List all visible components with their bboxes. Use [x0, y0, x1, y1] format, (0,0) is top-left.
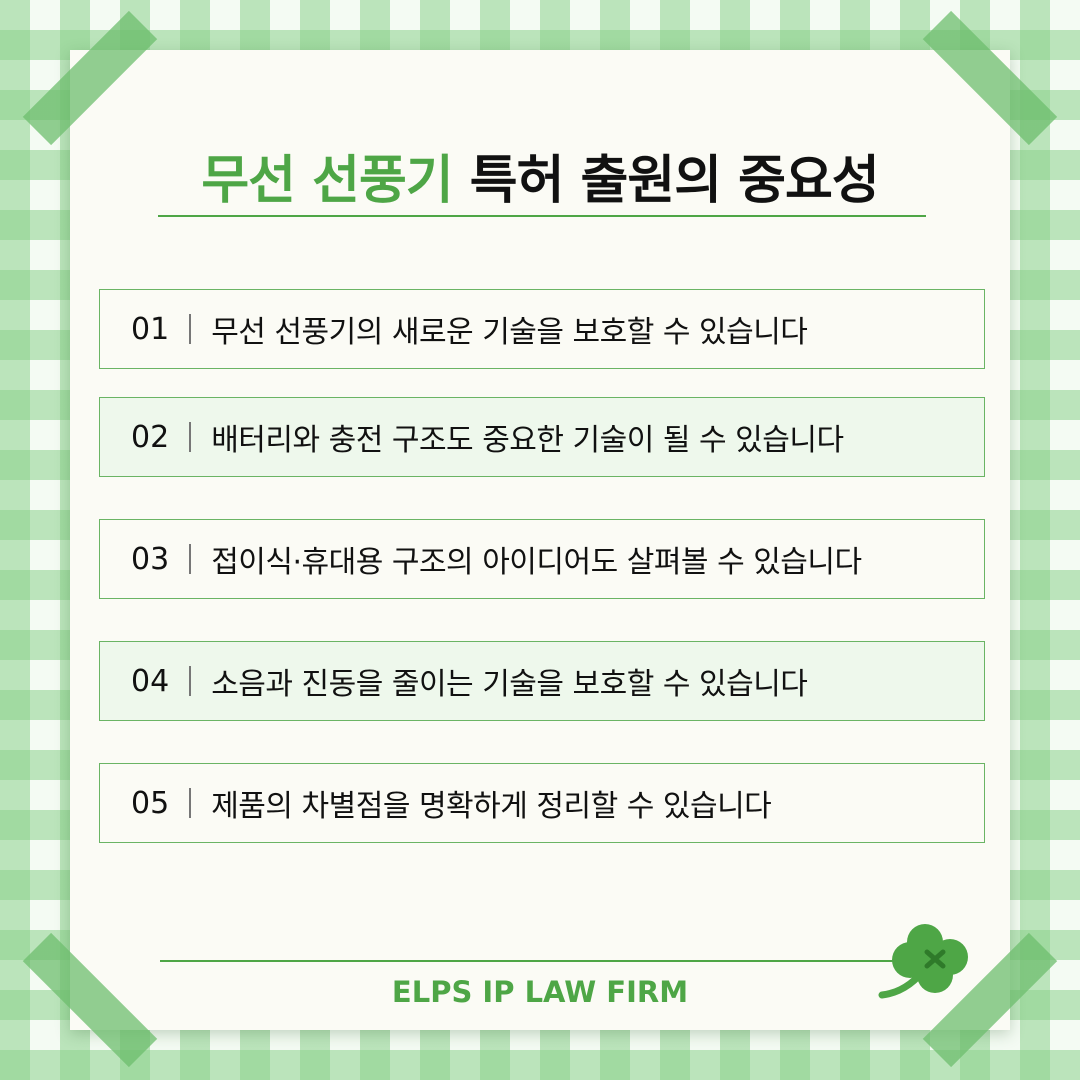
item-text: 소음과 진동을 줄이는 기술을 보호할 수 있습니다 — [211, 667, 808, 702]
title-highlight: 무선 선풍기 — [201, 151, 453, 211]
item-separator — [189, 422, 192, 452]
item-text: 무선 선풍기의 새로운 기술을 보호할 수 있습니다 — [211, 315, 808, 350]
item-separator — [189, 314, 192, 344]
item-number: 03 — [131, 541, 170, 577]
item-number: 04 — [131, 663, 170, 699]
footer-brand: ELPS IP LAW FIRM — [391, 975, 689, 1009]
item-number: 02 — [131, 419, 170, 455]
list-item-01: 01 무선 선풍기의 새로운 기술을 보호할 수 있습니다 — [99, 289, 985, 369]
footer-divider — [160, 960, 920, 962]
item-text: 접이식·휴대용 구조의 아이디어도 살펴볼 수 있습니다 — [211, 545, 862, 580]
item-text: 제품의 차별점을 명확하게 정리할 수 있습니다 — [211, 789, 772, 824]
list-item-04: 04 소음과 진동을 줄이는 기술을 보호할 수 있습니다 — [99, 641, 985, 721]
item-number: 05 — [131, 785, 170, 821]
item-number: 01 — [131, 311, 170, 347]
item-separator — [189, 666, 192, 696]
list-item-05: 05 제품의 차별점을 명확하게 정리할 수 있습니다 — [99, 763, 985, 843]
clover-icon — [878, 924, 968, 999]
item-separator — [189, 544, 192, 574]
item-separator — [189, 788, 192, 818]
list-item-02: 02 배터리와 충전 구조도 중요한 기술이 될 수 있습니다 — [99, 397, 985, 477]
page-title: 무선 선풍기 특허 출원의 중요성 — [0, 138, 1080, 213]
title-divider — [158, 215, 926, 217]
item-text: 배터리와 충전 구조도 중요한 기술이 될 수 있습니다 — [211, 423, 844, 458]
list-item-03: 03 접이식·휴대용 구조의 아이디어도 살펴볼 수 있습니다 — [99, 519, 985, 599]
title-rest: 특허 출원의 중요성 — [452, 151, 880, 211]
